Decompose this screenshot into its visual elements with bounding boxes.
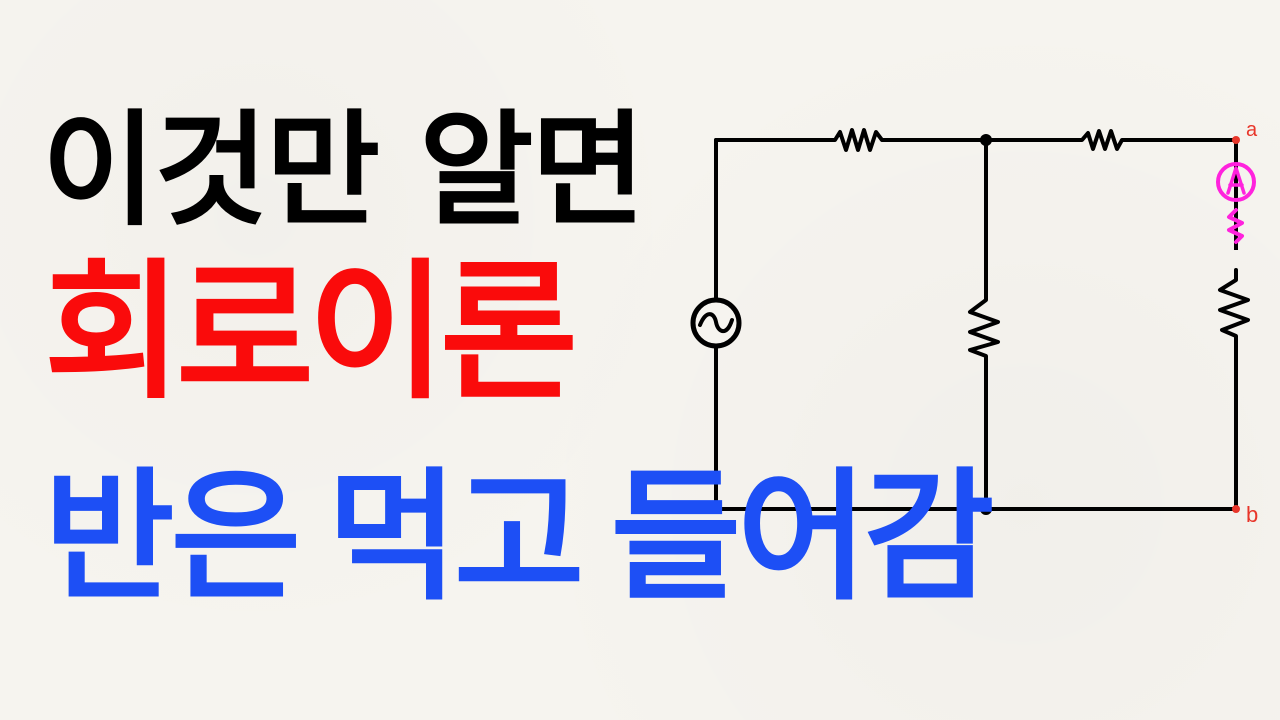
node-b-label: b [1246,502,1258,527]
node-b-dot [1232,505,1240,513]
wire-top-with-resistors [714,128,1238,152]
headline-word-2: 먹고 [327,455,584,620]
ac-source-icon [690,297,742,349]
junction-top [980,134,992,146]
headline-word-3: 들어감 [610,455,995,620]
headline-line-1: 이것만 알면 [42,99,646,243]
headline-word-1: 반은 [44,455,301,620]
ammeter-icon [1216,162,1256,250]
node-a-label: a [1246,119,1258,141]
headline-line-2: 회로이론 [44,246,578,420]
node-a-dot [1232,136,1240,144]
middle-branch-resistor [968,138,1000,511]
right-branch-resistor [1218,268,1250,511]
junction-bottom [980,503,992,515]
